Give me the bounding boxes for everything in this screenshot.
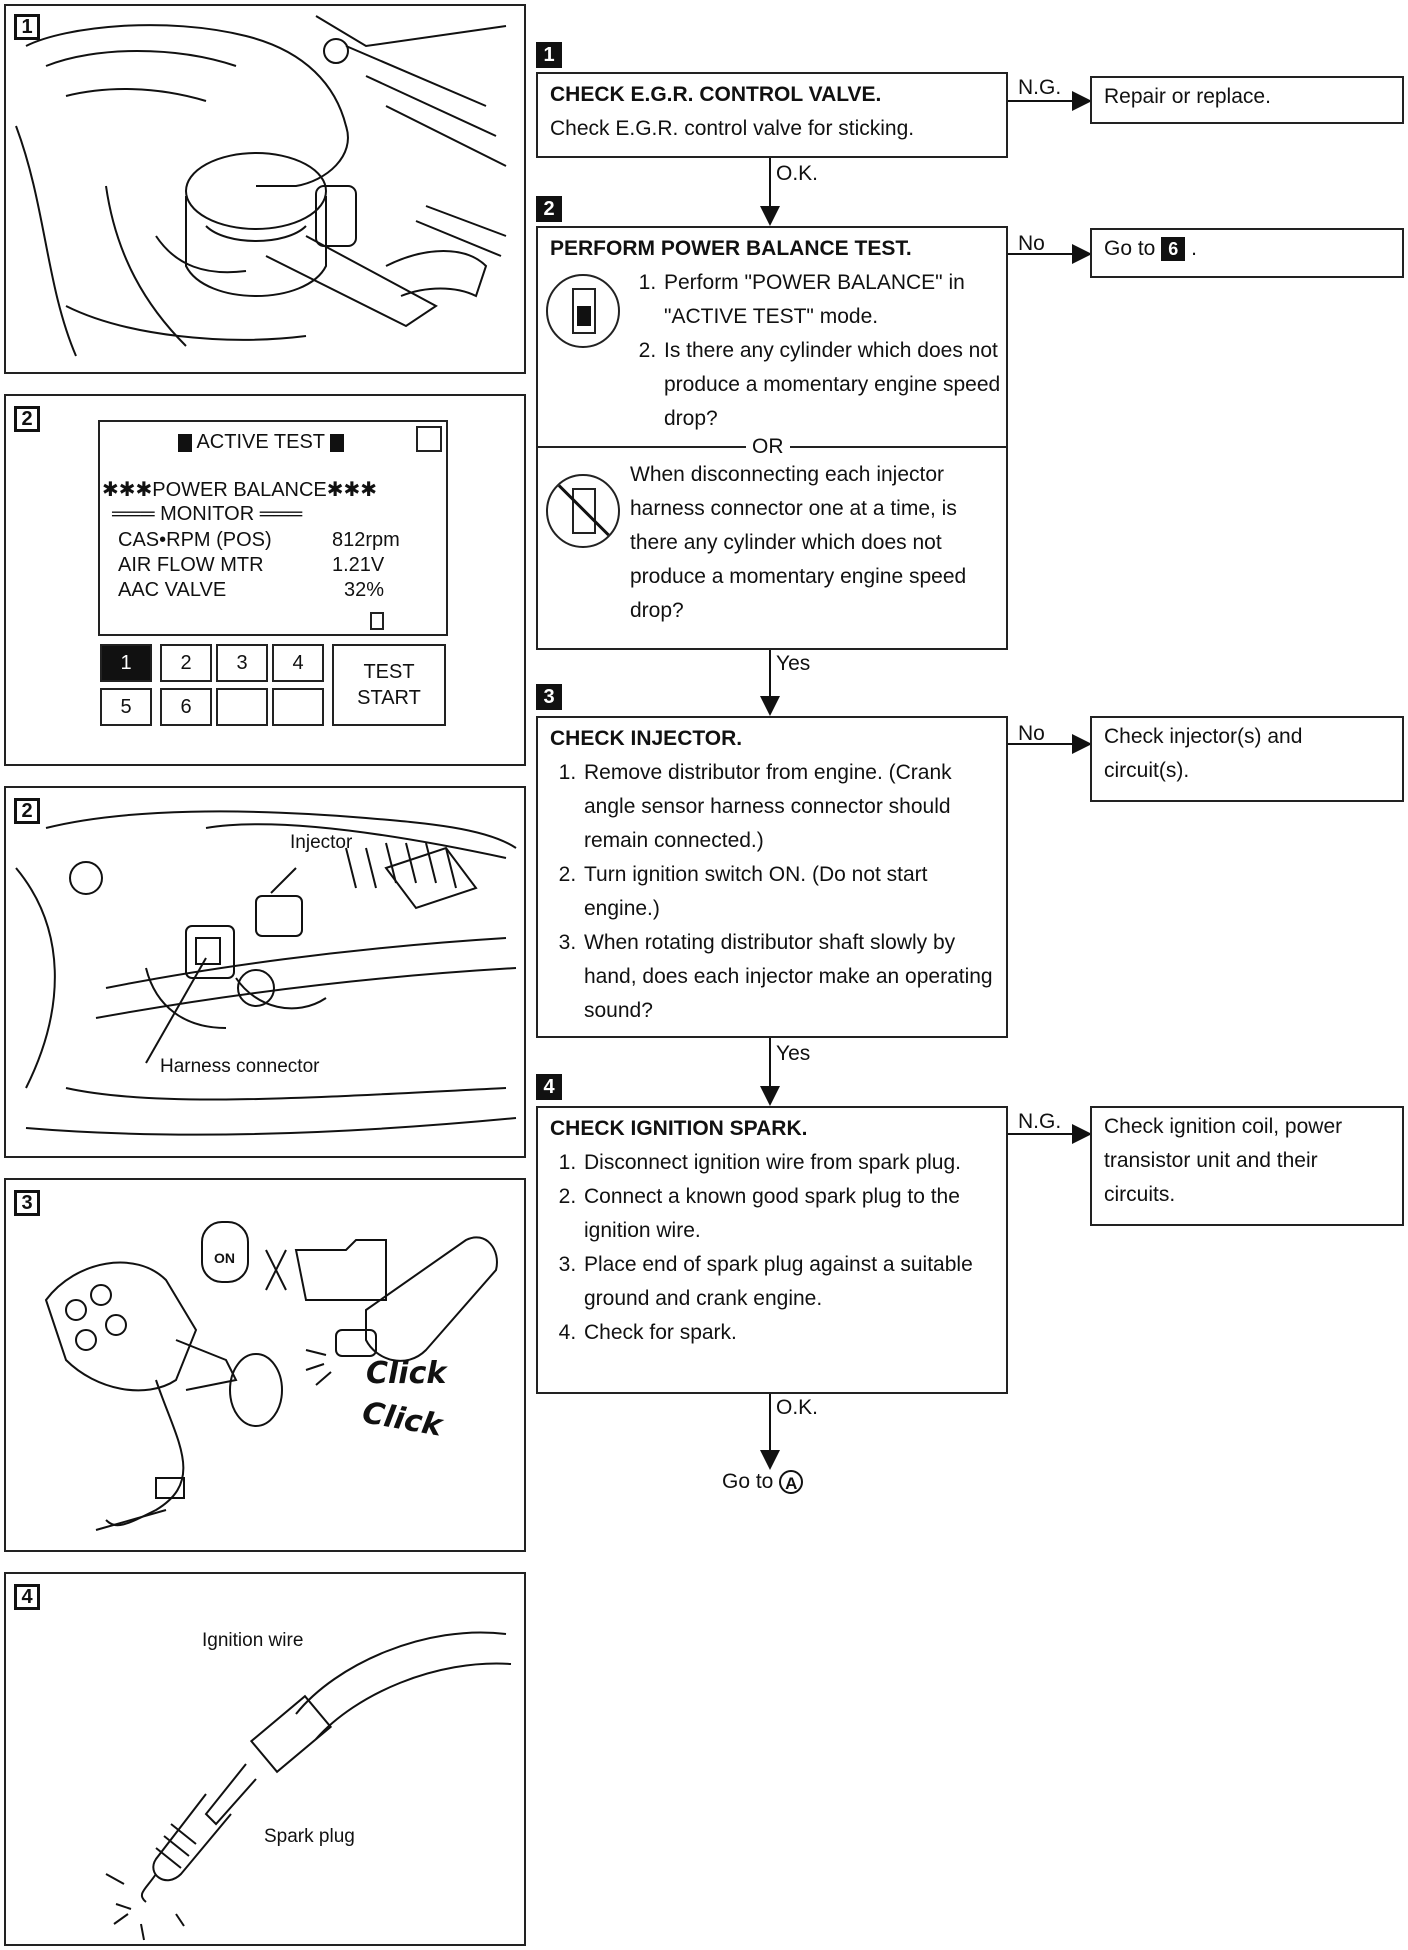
illustration-distributor: 3 ON Click Click [4,1178,526,1552]
screen-corner-box [416,426,442,452]
step4-item: Check for spark. [582,1316,994,1350]
ignition-wire-caption: Ignition wire [202,1630,304,1651]
monitor-label: AAC VALVE [118,579,227,601]
no-tools-icon [546,474,620,548]
screen-line1: ✱✱✱POWER BALANCE✱✱✱ [102,479,378,501]
step2-top: PERFORM POWER BALANCE TEST. Perform "POW… [538,228,1006,448]
step2-result-suffix: . [1191,237,1197,260]
step3-box: CHECK INJECTOR. Remove distributor from … [536,716,1008,1038]
monitor-label: AIR FLOW MTR [118,554,264,576]
screen-line2: ═══ MONITOR ═══ [112,503,303,525]
step-badge: 3 [536,684,562,710]
step4-box: CHECK IGNITION SPARK. Disconnect ignitio… [536,1106,1008,1394]
step4-item: Disconnect ignition wire from spark plug… [582,1146,994,1180]
cursor-icon [370,612,384,630]
step-badge: 4 [536,1074,562,1100]
panel-badge: 1 [14,14,40,40]
distributor-drawing [44,1221,498,1531]
panel-badge: 2 [14,798,40,824]
step3-title: CHECK INJECTOR. [550,727,743,750]
circle-reference-a: A [779,1470,804,1495]
step1-result: Repair or replace. [1090,76,1404,124]
step2-branch-label: No [1018,232,1045,255]
spark-plug-drawing [105,1631,512,1941]
injector-caption: Injector [290,832,353,853]
step2-title: PERFORM POWER BALANCE TEST. [550,237,912,260]
step2-list: Perform "POWER BALANCE" in "ACTIVE TEST"… [630,266,1022,436]
step1-branch-label: N.G. [1018,76,1062,99]
key-6[interactable]: 6 [160,688,212,726]
step2-down-label: Yes [776,652,811,675]
key-5[interactable]: 5 [100,688,152,726]
spark-plug-caption: Spark plug [264,1826,355,1847]
go-to-text: Go to [722,1470,774,1493]
step3-item: When rotating distributor shaft slowly b… [582,926,994,1028]
harness-connector-caption: Harness connector [160,1056,320,1077]
step1-title: CHECK E.G.R. CONTROL VALVE. [550,83,882,106]
click-sound-label: Click [366,1356,447,1391]
step2-alt-text: When disconnecting each injector harness… [630,463,967,622]
step3-branch-label: No [1018,722,1045,745]
panel-badge: 2 [14,406,40,432]
panel-badge: 3 [14,1190,40,1216]
key-1[interactable]: 1 [100,644,152,682]
step3-result: Check injector(s) and circuit(s). [1090,716,1404,802]
step3-item: Turn ignition switch ON. (Do not start e… [582,858,994,926]
monitor-value: 1.21V [332,554,385,576]
key-blank[interactable] [272,688,324,726]
step1-body: Check E.G.R. control valve for sticking. [550,117,915,140]
egr-valve-drawing [15,15,507,357]
key-3[interactable]: 3 [216,644,268,682]
step4-item: Place end of spark plug against a suitab… [582,1248,994,1316]
illustration-egr-valve: 1 [4,4,526,374]
step4-item: Connect a known good spark plug to the i… [582,1180,994,1248]
test-start-label: START [357,687,421,709]
test-start-button[interactable]: TEST START [332,644,446,726]
step3-item: Remove distributor from engine. (Crank a… [582,756,994,858]
ignition-key-label: ON [214,1250,235,1266]
illustration-spark-plug: 4 Ignition wire Spark plug [4,1572,526,1946]
test-start-label: TEST [363,661,415,683]
step4-down-label: O.K. [776,1396,819,1419]
monitor-value: 32% [344,579,385,601]
step1-down-label: O.K. [776,162,819,185]
or-label: OR [746,434,790,460]
step2-box: PERFORM POWER BALANCE TEST. Perform "POW… [536,226,1008,650]
step2-result-text: Go to [1104,237,1156,260]
step4-result: Check ignition coil, power transistor un… [1090,1106,1404,1226]
injector-drawing [15,810,517,1136]
key-2[interactable]: 2 [160,644,212,682]
consult-screen-panel: 2 ACTIVE TEST ✱✱✱POWER BALANCE✱✱✱ ═══ MO… [4,394,526,766]
illustration-injector: 2 Injector Harness connector [4,786,526,1158]
key-blank[interactable] [216,688,268,726]
step-reference-badge: 6 [1161,237,1186,262]
panel-badge: 4 [14,1584,40,1610]
monitor-label: CAS•RPM (POS) [118,529,272,551]
step2-result: Go to 6 . [1090,228,1404,278]
consult-display: ACTIVE TEST ✱✱✱POWER BALANCE✱✱✱ ═══ MONI… [98,420,448,636]
step2-item: Is there any cylinder which does not pro… [662,334,1022,436]
step4-list: Disconnect ignition wire from spark plug… [550,1146,994,1350]
monitor-value: 812rpm [332,529,400,551]
marker-icon [178,433,192,452]
step4-title: CHECK IGNITION SPARK. [550,1117,808,1140]
screen-title: ACTIVE TEST [196,431,325,453]
step4-branch-label: N.G. [1018,1110,1062,1133]
step2-item: Perform "POWER BALANCE" in "ACTIVE TEST"… [662,266,1022,334]
consult-icon [546,274,620,348]
marker-icon [330,433,345,452]
step3-down-label: Yes [776,1042,811,1065]
step-badge: 1 [536,42,562,68]
step-badge: 2 [536,196,562,222]
step1-box: CHECK E.G.R. CONTROL VALVE. Check E.G.R.… [536,72,1008,158]
step3-list: Remove distributor from engine. (Crank a… [550,756,994,1028]
key-4[interactable]: 4 [272,644,324,682]
go-to-label: Go to A [722,1470,804,1495]
screen-title-row: ACTIVE TEST [178,430,345,455]
